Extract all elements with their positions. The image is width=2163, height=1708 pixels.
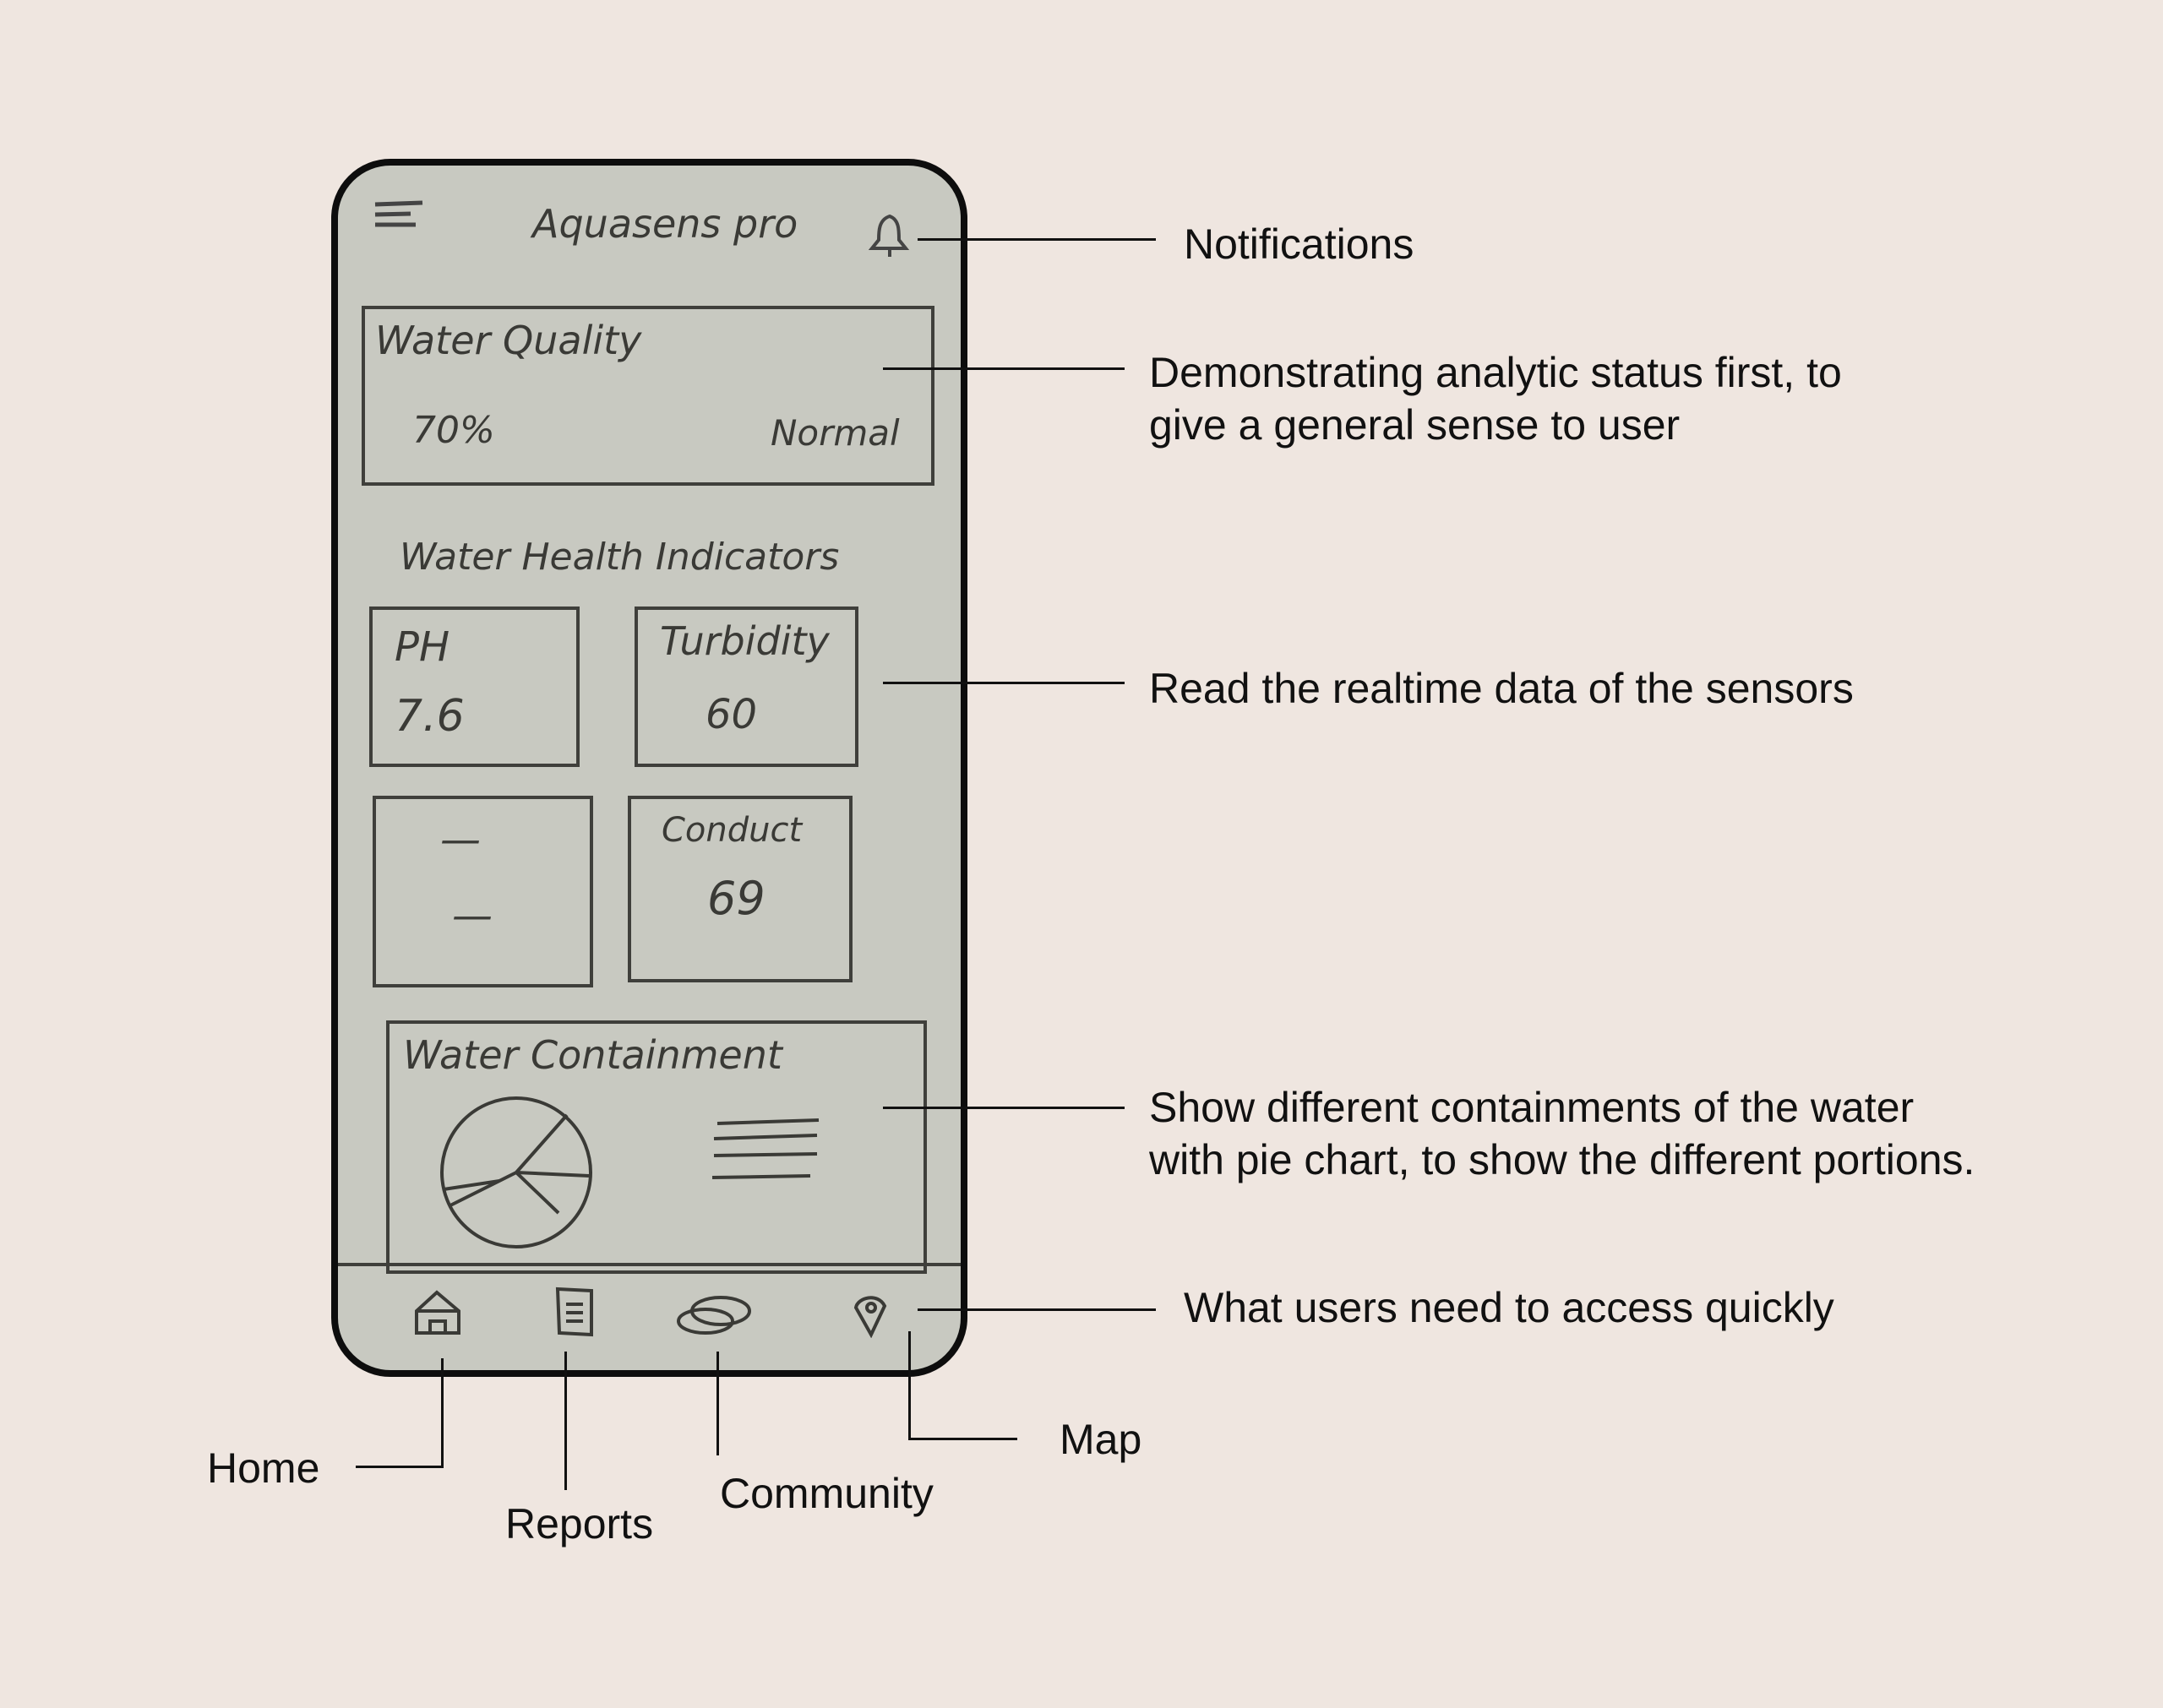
legend-lines-sketch <box>711 1118 820 1179</box>
indicator-card-turbidity[interactable]: Turbidity 60 <box>635 607 858 767</box>
containment-leader-line <box>883 1107 1125 1109</box>
reports-leader-line <box>564 1352 567 1490</box>
indicator-label: Conduct <box>662 811 803 850</box>
pie-slice-line <box>448 1171 517 1208</box>
home-leader-line <box>441 1358 444 1468</box>
indicator-value: 7.6 <box>395 691 465 742</box>
pie-chart-sketch <box>440 1096 592 1248</box>
phone-frame: Aquasens pro Water Quality 70% Normal Wa… <box>331 159 967 1377</box>
notifications-leader-line <box>918 238 1156 241</box>
app-title: Aquasens pro <box>532 201 798 247</box>
water-quality-title: Water Quality <box>375 318 642 363</box>
indicator-card-ph[interactable]: PH 7.6 <box>369 607 580 767</box>
analytic-leader-line <box>883 367 1125 370</box>
annotation-quick-access: What users need to access quickly <box>1184 1284 1834 1331</box>
home-leader-line-h <box>356 1466 444 1468</box>
quick-access-leader-line <box>918 1308 1156 1311</box>
annotation-containment-line1: Show different containments of the water <box>1149 1084 1915 1131</box>
indicator-card-conductivity[interactable]: Conduct 69 <box>628 796 853 982</box>
label-map: Map <box>1060 1416 1142 1463</box>
hamburger-menu-icon[interactable] <box>372 199 428 233</box>
nav-reports-icon[interactable] <box>554 1286 597 1338</box>
label-community: Community <box>720 1470 934 1517</box>
annotation-notifications: Notifications <box>1184 220 1414 268</box>
label-home: Home <box>207 1444 320 1492</box>
nav-map-pin-icon[interactable] <box>853 1291 890 1338</box>
indicators-heading: Water Health Indicators <box>400 536 840 579</box>
label-reports: Reports <box>505 1500 654 1548</box>
water-quality-status: Normal <box>771 412 900 454</box>
water-quality-card[interactable]: Water Quality 70% Normal <box>362 306 934 486</box>
map-leader-line <box>908 1331 911 1440</box>
pie-slice-line <box>515 1113 569 1174</box>
containment-title: Water Containment <box>403 1032 782 1078</box>
indicator-value: — <box>452 892 493 939</box>
nav-home-icon[interactable] <box>413 1289 464 1336</box>
indicator-value: 60 <box>706 691 758 738</box>
map-leader-line-h <box>908 1438 1017 1440</box>
annotation-containment-line2: with pie chart, to show the different po… <box>1149 1136 1975 1183</box>
water-quality-percent: 70% <box>412 409 495 452</box>
pie-outline <box>440 1096 592 1248</box>
indicator-card-empty[interactable]: — — <box>373 796 593 987</box>
nav-community-icon[interactable] <box>675 1294 753 1336</box>
annotation-analytic-line2: give a general sense to user <box>1149 401 1681 449</box>
annotation-sensors: Read the realtime data of the sensors <box>1149 665 1854 712</box>
indicator-label: — <box>440 816 481 863</box>
pie-slice-line <box>515 1171 590 1178</box>
bell-icon[interactable] <box>869 213 911 260</box>
indicator-value: 69 <box>707 872 765 925</box>
nav-divider <box>338 1263 961 1266</box>
pie-slice-line <box>515 1171 560 1215</box>
community-leader-line <box>716 1352 719 1455</box>
indicator-label: Turbidity <box>660 618 830 664</box>
indicator-label: PH <box>395 623 450 671</box>
pie-slice-line <box>443 1179 500 1191</box>
water-containment-card[interactable]: Water Containment <box>386 1020 927 1274</box>
annotation-analytic-line1: Demonstrating analytic status first, to <box>1149 349 1842 396</box>
sensors-leader-line <box>883 682 1125 684</box>
